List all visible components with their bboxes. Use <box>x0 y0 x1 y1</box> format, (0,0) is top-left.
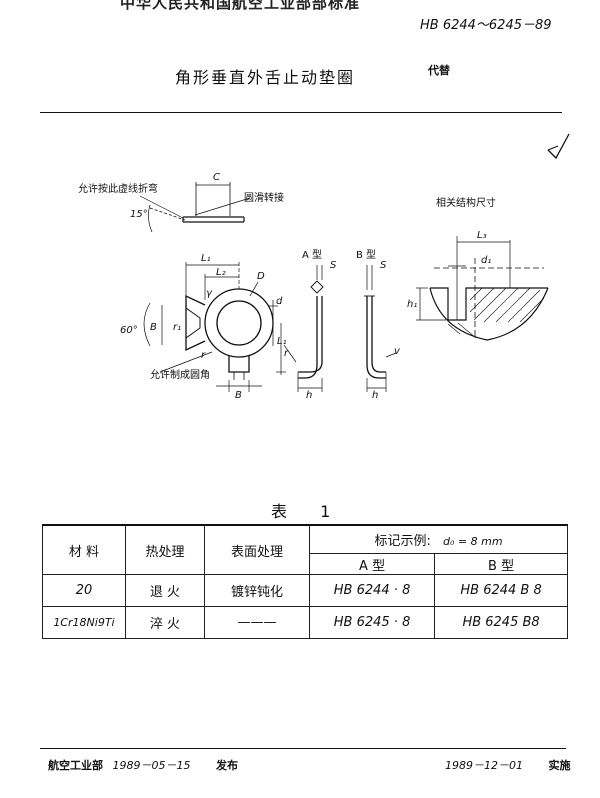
plan-view <box>143 262 286 392</box>
note-allow-round: 允许制成圆角 <box>150 368 210 381</box>
cell-type-b: HB 6245 B8 <box>434 606 568 639</box>
footer-issue: 航空工业部 1989－05－15 发布 <box>48 757 238 773</box>
technical-drawing: C 15° 允许按此虚线折弯 圆滑转接 L₁ L₂ D d L₁ B r₁ <box>78 133 570 401</box>
note-allow-break: 允许按此虚线折弯 <box>78 182 158 195</box>
dim-L1: L₁ <box>201 253 211 264</box>
dim-v: v <box>394 346 401 357</box>
angle-15: 15° <box>130 209 148 220</box>
header-heat-treatment: 热处理 <box>125 524 205 575</box>
cell-heat: 淬 火 <box>125 606 205 639</box>
cell-type-b: HB 6244 B 8 <box>434 574 568 607</box>
marking-example-label: 标记示例: <box>374 534 431 549</box>
marking-example-param: d₀ = 8 mm <box>443 535 503 548</box>
surface-finish-symbol <box>547 133 570 160</box>
dim-h1: h₁ <box>407 299 417 310</box>
cell-surface: 镀锌钝化 <box>204 574 310 607</box>
cell-type-a: HB 6244 · 8 <box>308 574 436 607</box>
document-title: 角形垂直外舌止动垫圈 <box>175 68 356 87</box>
standard-number: HB 6244～6245－89 <box>420 18 552 33</box>
organization-header: 中华人民共和国航空工业部部标准 <box>120 0 361 12</box>
side-view-detail <box>139 182 251 233</box>
header-material: 材 料 <box>42 524 126 575</box>
cell-surface: ——— <box>204 606 310 639</box>
issue-label: 发布 <box>216 759 238 772</box>
header-type-b: B 型 <box>434 553 568 575</box>
header-surface-treatment: 表面处理 <box>204 524 310 575</box>
type-b-side-view <box>364 265 397 392</box>
cell-material: 20 <box>42 574 126 607</box>
dim-S-a: S <box>330 260 337 271</box>
table-row: 20 退 火 镀锌钝化 HB 6244 · 8 HB 6244 B 8 <box>42 574 568 607</box>
effective-date: 1989－12－01 <box>445 759 523 772</box>
dim-C: C <box>213 172 220 183</box>
footer-effective: 1989－12－01 实施 <box>445 757 571 773</box>
dim-S-b: S <box>380 260 387 271</box>
dim-L: L₁ <box>277 336 287 347</box>
dim-B-bottom: B <box>235 390 242 401</box>
table-row: 1Cr18Ni9Ti 淬 火 ——— HB 6245 · 8 HB 6245 B… <box>42 606 568 639</box>
issue-date: 1989－05－15 <box>112 759 191 772</box>
dim-L2: L₂ <box>216 267 226 278</box>
cell-heat: 退 火 <box>125 574 205 607</box>
replaces-label: 代替 <box>428 64 450 77</box>
type-a-side-view <box>283 265 324 392</box>
dim-r-plan: r <box>201 350 206 361</box>
effective-label: 实施 <box>548 759 571 772</box>
note-round-edge: 圆滑转接 <box>244 191 284 204</box>
dim-D: D <box>257 271 265 282</box>
dim-r-a: r <box>284 348 289 359</box>
specification-table: 材 料 热处理 表面处理 标记示例: d₀ = 8 mm A 型 B 型 20 … <box>42 524 568 639</box>
issuer: 航空工业部 <box>48 759 103 772</box>
dim-h-a: h <box>306 390 312 401</box>
dim-L3: L₃ <box>477 230 487 241</box>
type-b-label: B 型 <box>356 248 376 261</box>
header-type-a: A 型 <box>308 553 436 575</box>
dim-gamma: γ <box>206 288 213 299</box>
header-rule <box>40 112 562 113</box>
dim-r1: r₁ <box>173 322 181 333</box>
related-structure-label: 相关结构尺寸 <box>436 196 496 209</box>
dim-B-left: B <box>150 322 157 333</box>
angle-60: 60° <box>120 325 138 336</box>
related-structure-section <box>416 236 549 341</box>
cell-material: 1Cr18Ni9Ti <box>42 606 126 639</box>
footer-rule <box>40 748 566 749</box>
table-caption: 表 1 <box>271 502 345 521</box>
cell-type-a: HB 6245 · 8 <box>308 606 436 639</box>
type-a-label: A 型 <box>302 248 322 261</box>
header-marking-example: 标记示例: d₀ = 8 mm <box>309 524 568 554</box>
dim-h-b: h <box>372 390 378 401</box>
dim-d: d <box>276 296 283 307</box>
dim-d1: d₁ <box>481 255 491 266</box>
